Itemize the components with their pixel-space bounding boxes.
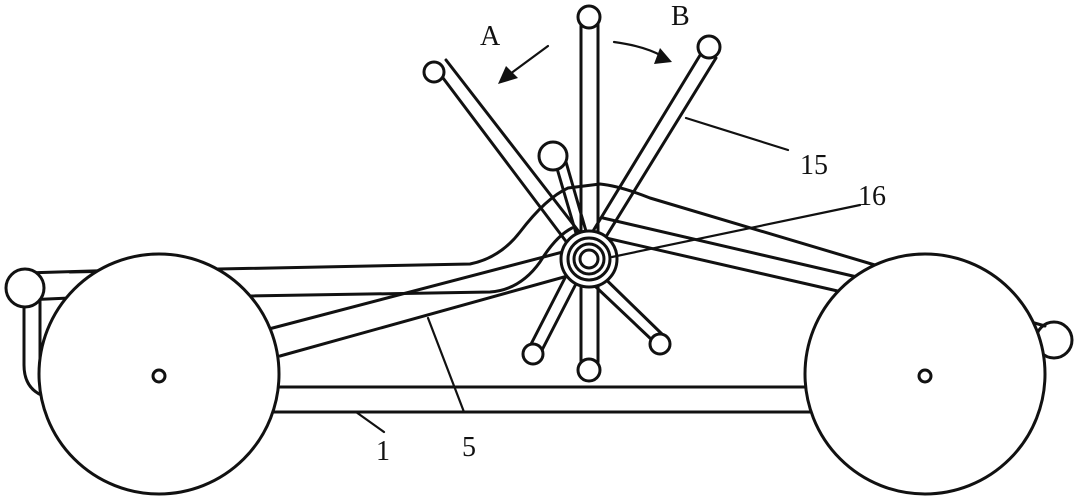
- spoke-knob-top: [576, 4, 602, 30]
- label-5: 5: [462, 432, 476, 463]
- spoke-knob-bottom: [576, 357, 602, 383]
- base-bar: [238, 385, 882, 414]
- right-brace: [601, 216, 872, 294]
- spoke-assembly: [422, 4, 722, 383]
- spoke-knob-upper-right: [696, 34, 722, 60]
- label-b: B: [671, 1, 690, 32]
- left-wheel: [37, 252, 281, 496]
- leader-lines: [354, 116, 862, 434]
- label-16: 16: [858, 181, 886, 212]
- hub: [559, 229, 619, 289]
- right-wheel-axle: [917, 368, 933, 384]
- diagonal-bar: [263, 246, 584, 358]
- label-15: 15: [800, 150, 828, 181]
- spoke-knob-upper-left: [422, 60, 446, 84]
- arrow-a: [498, 44, 550, 84]
- arrow-b: [612, 40, 672, 64]
- label-1: 1: [376, 436, 390, 467]
- spoke-knob-short: [537, 140, 569, 172]
- spoke-knob-lower-right: [648, 332, 672, 356]
- left-wheel-axle: [151, 368, 167, 384]
- left-handle-knob: [4, 267, 46, 309]
- label-a: A: [480, 21, 501, 52]
- right-wheel: [803, 252, 1074, 496]
- spoke-knob-lower-left: [521, 342, 545, 366]
